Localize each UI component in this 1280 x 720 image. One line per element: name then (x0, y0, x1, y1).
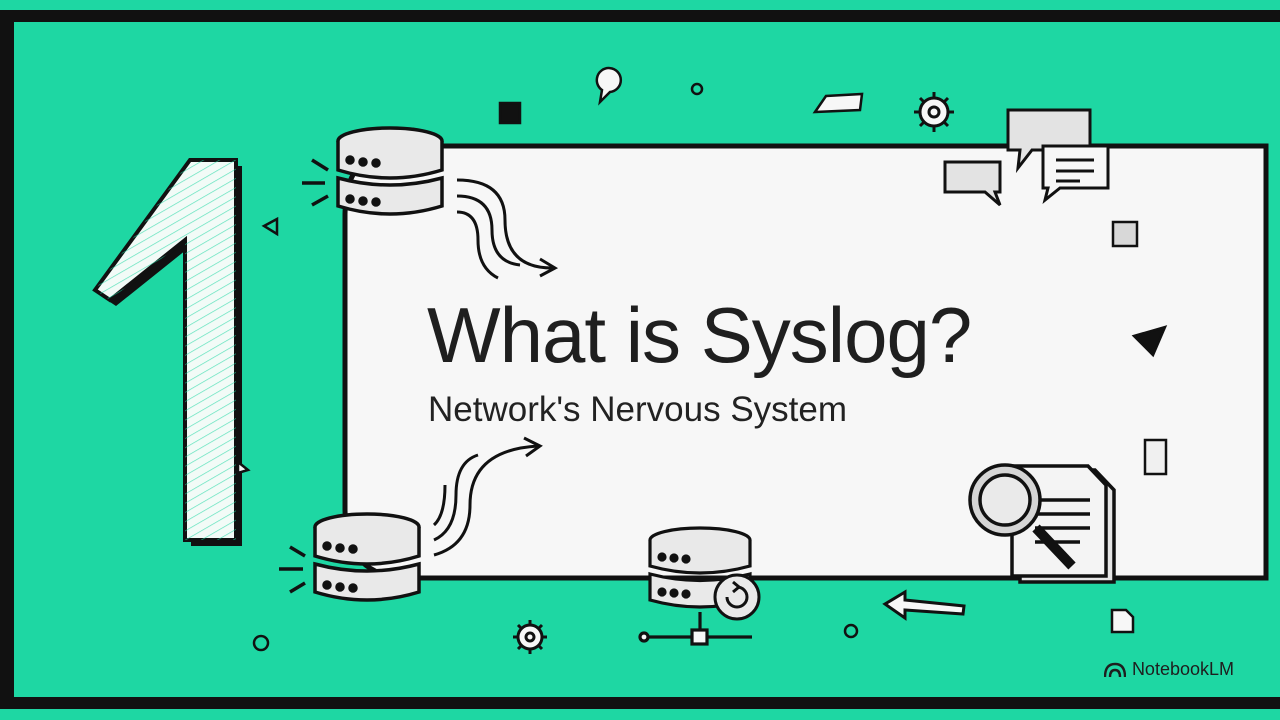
chat-bubbles-icon (943, 108, 1110, 207)
arrow-left-icon (882, 589, 966, 621)
top-black-band (0, 10, 1280, 22)
left-black-band (0, 10, 14, 709)
brand-name: NotebookLM (1131, 659, 1234, 679)
brand-watermark: NotebookLM (1103, 659, 1234, 680)
server-stack-icon (302, 126, 444, 216)
server-stack-icon (279, 512, 421, 602)
data-flow-arrow-icon (432, 436, 543, 557)
slide-number-graphic (92, 158, 242, 546)
gear-icon (914, 92, 954, 132)
decorative-doodles (236, 66, 1168, 652)
top-border (0, 0, 1280, 10)
network-node-icon (638, 526, 752, 646)
magnifying-glass-document-icon (968, 463, 1116, 584)
data-flow-arrow-icon (456, 178, 559, 280)
gear-icon (513, 620, 547, 654)
slide-title: What is Syslog? (427, 291, 972, 379)
bottom-black-band (0, 697, 1280, 709)
refresh-icon (713, 573, 761, 621)
slide-subtitle: Network's Nervous System (428, 390, 848, 429)
notebooklm-logo-icon (1103, 662, 1126, 677)
